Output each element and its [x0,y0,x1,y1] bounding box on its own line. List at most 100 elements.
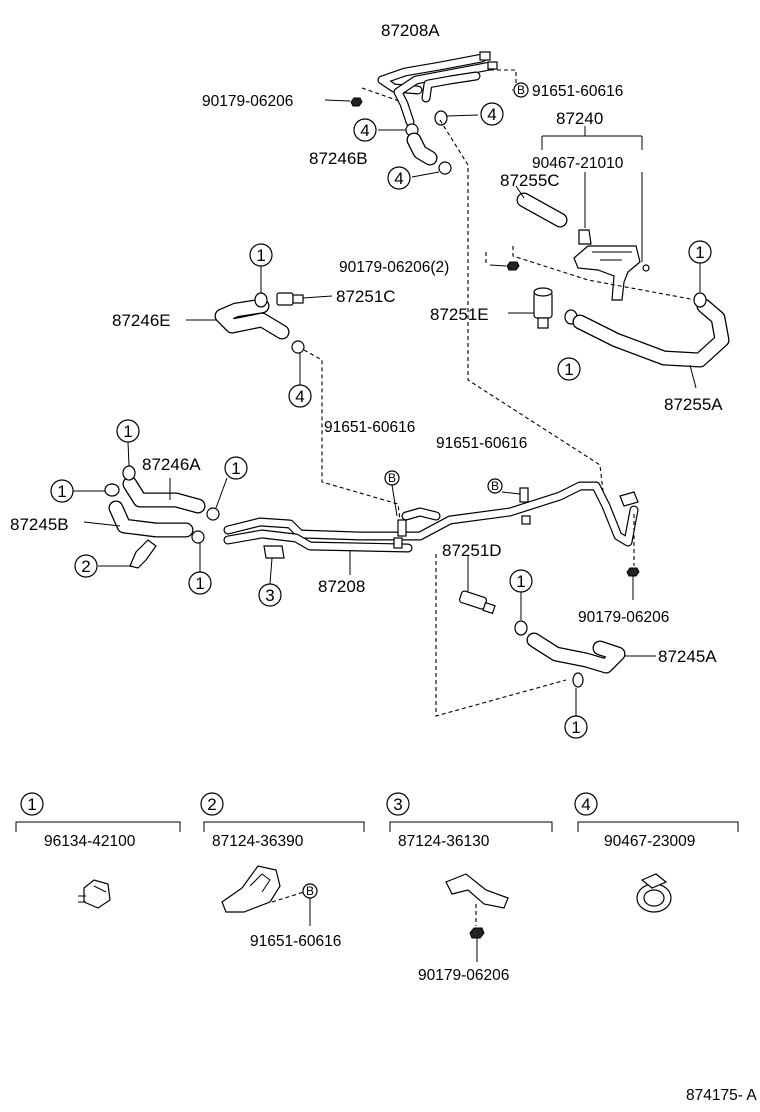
b-mark-top: B [513,82,529,98]
b-mark-mid-left-label: B [388,471,396,485]
callout-87251D: 87251D [442,541,502,560]
callout-91651-60616-top: 91651-60616 [532,83,623,100]
ref-1-h: 1 [509,569,533,593]
ref-1-b: 1 [688,240,712,264]
ref-1-i: 1 [564,715,588,739]
hose-87245A [526,632,656,674]
ref-line-87251D [435,554,567,717]
legend-2-ref: 2 [207,795,216,814]
hose-87245B [83,500,194,538]
ref-line-87246E [303,349,401,521]
clamp-1-87245B-right [191,530,205,572]
ref-line-bracket [512,246,697,301]
hose-87246E [186,298,290,340]
ref-4-d: 4 [288,384,312,408]
clamp-1-87246A-top [122,441,136,481]
ref-1-b-label: 1 [695,243,704,262]
b-mark-mid-right-label: B [491,479,499,493]
clip-90467-21010 [578,229,592,245]
callout-87251E: 87251E [430,305,489,324]
ref-line-b-top [490,69,517,91]
callout-90467-21010: 90467-21010 [532,155,624,172]
ref-1-e: 1 [224,456,248,480]
callout-87255A: 87255A [664,395,723,414]
ref-1-a: 1 [249,243,273,267]
callout-87251C: 87251C [336,287,396,306]
callout-90179-06206-top: 90179-06206 [202,93,293,110]
legend-item-3: 3 87124-36130 90179-06206 [386,792,553,984]
callout-87208A: 87208A [381,21,440,40]
clamp-4-lower [411,161,452,178]
pipe-assembly-87208 [223,481,639,575]
clamp-1-87245A [572,672,584,716]
callout-87246B: 87246B [309,149,368,168]
pipe-87255C [515,185,568,228]
callout-87255C: 87255C [500,171,560,190]
legend-3-ref: 3 [393,795,402,814]
ref-1-f-label: 1 [57,482,66,501]
callout-91651-60616-mid-right: 91651-60616 [436,435,527,452]
clip-3-main-pipe [263,545,285,585]
ref-1-g: 1 [188,571,212,595]
hose-87246B [406,132,438,166]
pipe-assembly-87208A [377,51,498,127]
ref-line-top-left [361,87,403,103]
b-mark-mid-right: B [487,478,503,494]
legend-2-sub-part: 91651-60616 [250,933,341,950]
ref-1-a-label: 1 [256,246,265,265]
bolt-90179-right [626,567,640,600]
callout-87246A: 87246A [142,455,201,474]
legend-item-1: 1 96134-42100 [15,792,181,909]
ref-1-e-label: 1 [231,459,240,478]
ref-4-b: 4 [353,118,377,142]
legend-1-part: 96134-42100 [44,833,136,850]
ref-1-h-label: 1 [516,572,525,591]
legend-2-b-mark: B [306,884,314,898]
clamp-1-87251D [514,592,528,636]
ref-4-a-label: 4 [487,105,496,124]
ref-4-a: 4 [480,102,504,126]
ref-line-tube-down [439,119,605,501]
ref-1-c: 1 [557,357,581,381]
ref-4-b-label: 4 [360,121,369,140]
valve-87251E [508,287,553,329]
clamp-1-87255A [693,263,707,308]
ref-4-c-label: 4 [394,169,403,188]
valve-87251D [458,556,496,615]
figure-id: 874175- A [686,1087,757,1104]
callout-90179-06206-right: 90179-06206 [578,609,669,626]
callout-90179-06206-2: 90179-06206(2) [339,259,449,276]
callout-87245A: 87245A [658,647,717,666]
callout-91651-60616-mid-left: 91651-60616 [324,419,415,436]
bracket-87240-group-lines [541,126,643,262]
bolt-90179-2 [489,261,520,271]
ref-1-i-label: 1 [571,718,580,737]
legend-item-2: 2 87124-36390 B 91651-60616 [200,792,365,950]
hose-87246A [122,476,206,514]
ref-1-c-label: 1 [564,360,573,379]
ref-1-d-label: 1 [123,422,132,441]
legend-4-part: 90467-23009 [604,833,695,850]
clip-2-87245B [98,539,157,569]
ref-4-c: 4 [387,166,411,190]
ref-1-f: 1 [50,479,74,503]
callout-87245B: 87245B [10,515,69,534]
b-mark-top-label: B [517,83,525,97]
legend-item-4: 4 90467-23009 [574,792,739,913]
bolt-90179-top [324,97,363,107]
legend-2-part: 87124-36390 [212,833,304,850]
callout-87240: 87240 [556,109,603,128]
clamp-4-87246E [291,340,305,385]
ref-3-a: 3 [258,583,282,607]
ref-1-d: 1 [116,419,140,443]
ref-4-d-label: 4 [295,387,304,406]
legend-1-ref: 1 [27,795,36,814]
ref-2-a-label: 2 [81,557,90,576]
clamp-4-top-right [434,110,479,126]
b-leader-mid-right [501,491,521,495]
legend-3-sub-part: 90179-06206 [418,967,509,984]
ref-3-a-label: 3 [265,586,274,605]
ref-2-a: 2 [74,554,98,578]
